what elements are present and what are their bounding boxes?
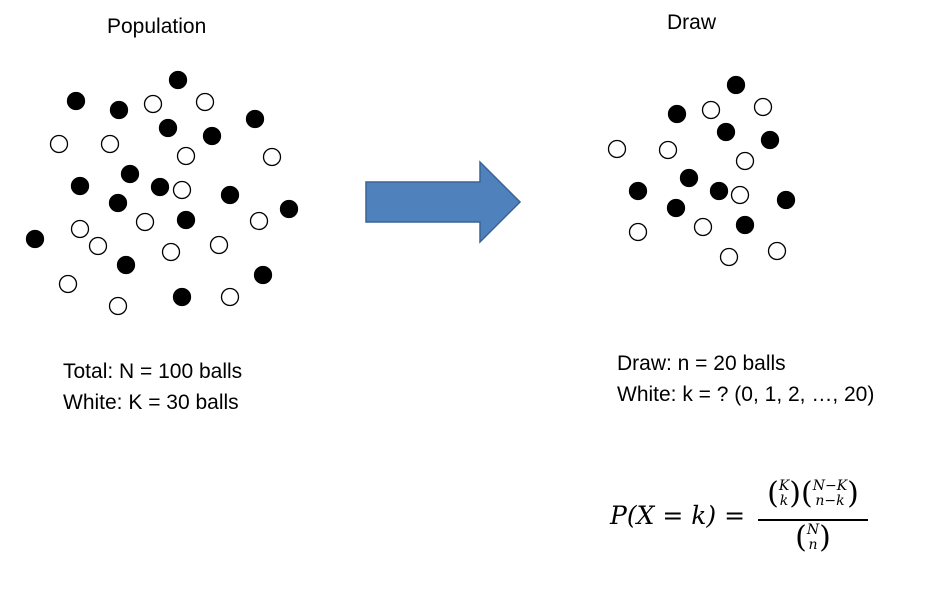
draw-white: White: k = ? (0, 1, 2, …, 20) bbox=[617, 383, 875, 406]
draw-black-ball bbox=[667, 104, 687, 124]
population-black-ball bbox=[202, 126, 222, 146]
formula-lhs: P(X = k) = bbox=[610, 501, 746, 530]
population-white-ball bbox=[161, 242, 181, 262]
draw-black-ball bbox=[709, 181, 729, 201]
draw-caption: Draw: n = 20 balls White: k = ? (0, 1, 2… bbox=[617, 348, 874, 410]
population-white-ball bbox=[172, 180, 192, 200]
draw-white-ball bbox=[701, 100, 721, 120]
population-white-ball bbox=[108, 296, 128, 316]
population-white-ball bbox=[58, 274, 78, 294]
population-white-ball bbox=[143, 94, 163, 114]
population-black-ball bbox=[108, 193, 128, 213]
population-black-ball bbox=[116, 255, 136, 275]
population-white: White: K = 30 balls bbox=[63, 391, 239, 414]
ball-diagram bbox=[25, 70, 796, 316]
population-title: Population bbox=[107, 15, 207, 38]
population-balls bbox=[25, 70, 299, 316]
draw-white-ball bbox=[628, 222, 648, 242]
population-total: Total: N = 100 balls bbox=[63, 360, 243, 383]
population-black-ball bbox=[120, 164, 140, 184]
population-white-ball bbox=[100, 134, 120, 154]
draw-black-ball bbox=[726, 75, 746, 95]
arrow-shape bbox=[365, 160, 522, 244]
population-white-ball bbox=[176, 146, 196, 166]
draw-white-ball bbox=[658, 140, 678, 160]
population-black-ball bbox=[150, 177, 170, 197]
draw-title: Draw bbox=[667, 11, 717, 34]
draw-black-ball bbox=[716, 122, 736, 142]
draw-white-ball bbox=[607, 139, 627, 159]
population-black-ball bbox=[66, 91, 86, 111]
population-black-ball bbox=[158, 118, 178, 138]
population-white-ball bbox=[262, 147, 282, 167]
fraction-bar bbox=[758, 519, 868, 521]
arrow-icon bbox=[365, 160, 522, 244]
draw-black-ball bbox=[735, 215, 755, 235]
draw-black-ball bbox=[760, 130, 780, 150]
draw-black-ball bbox=[776, 190, 796, 210]
draw-balls bbox=[607, 75, 796, 267]
draw-black-ball bbox=[666, 198, 686, 218]
population-black-ball bbox=[70, 176, 90, 196]
population-black-ball bbox=[220, 185, 240, 205]
population-white-ball bbox=[88, 236, 108, 256]
population-white-ball bbox=[209, 235, 229, 255]
population-black-ball bbox=[25, 229, 45, 249]
draw-white-ball bbox=[730, 185, 750, 205]
draw-white-ball bbox=[767, 241, 787, 261]
population-white-ball bbox=[220, 287, 240, 307]
draw-count: Draw: n = 20 balls bbox=[617, 352, 786, 375]
draw-white-ball bbox=[735, 151, 755, 171]
population-black-ball bbox=[172, 287, 192, 307]
draw-white-ball bbox=[753, 97, 773, 117]
draw-white-ball bbox=[719, 247, 739, 267]
population-black-ball bbox=[168, 70, 188, 90]
population-black-ball bbox=[109, 100, 129, 120]
population-white-ball bbox=[70, 219, 90, 239]
population-black-ball bbox=[279, 199, 299, 219]
population-black-ball bbox=[176, 210, 196, 230]
population-white-ball bbox=[249, 211, 269, 231]
population-white-ball bbox=[195, 92, 215, 112]
draw-white-ball bbox=[693, 217, 713, 237]
population-white-ball bbox=[49, 134, 69, 154]
draw-black-ball bbox=[628, 181, 648, 201]
population-white-ball bbox=[135, 212, 155, 232]
population-black-ball bbox=[245, 109, 265, 129]
population-black-ball bbox=[253, 265, 273, 285]
population-caption: Total: N = 100 balls White: K = 30 balls bbox=[63, 356, 242, 418]
draw-black-ball bbox=[679, 168, 699, 188]
